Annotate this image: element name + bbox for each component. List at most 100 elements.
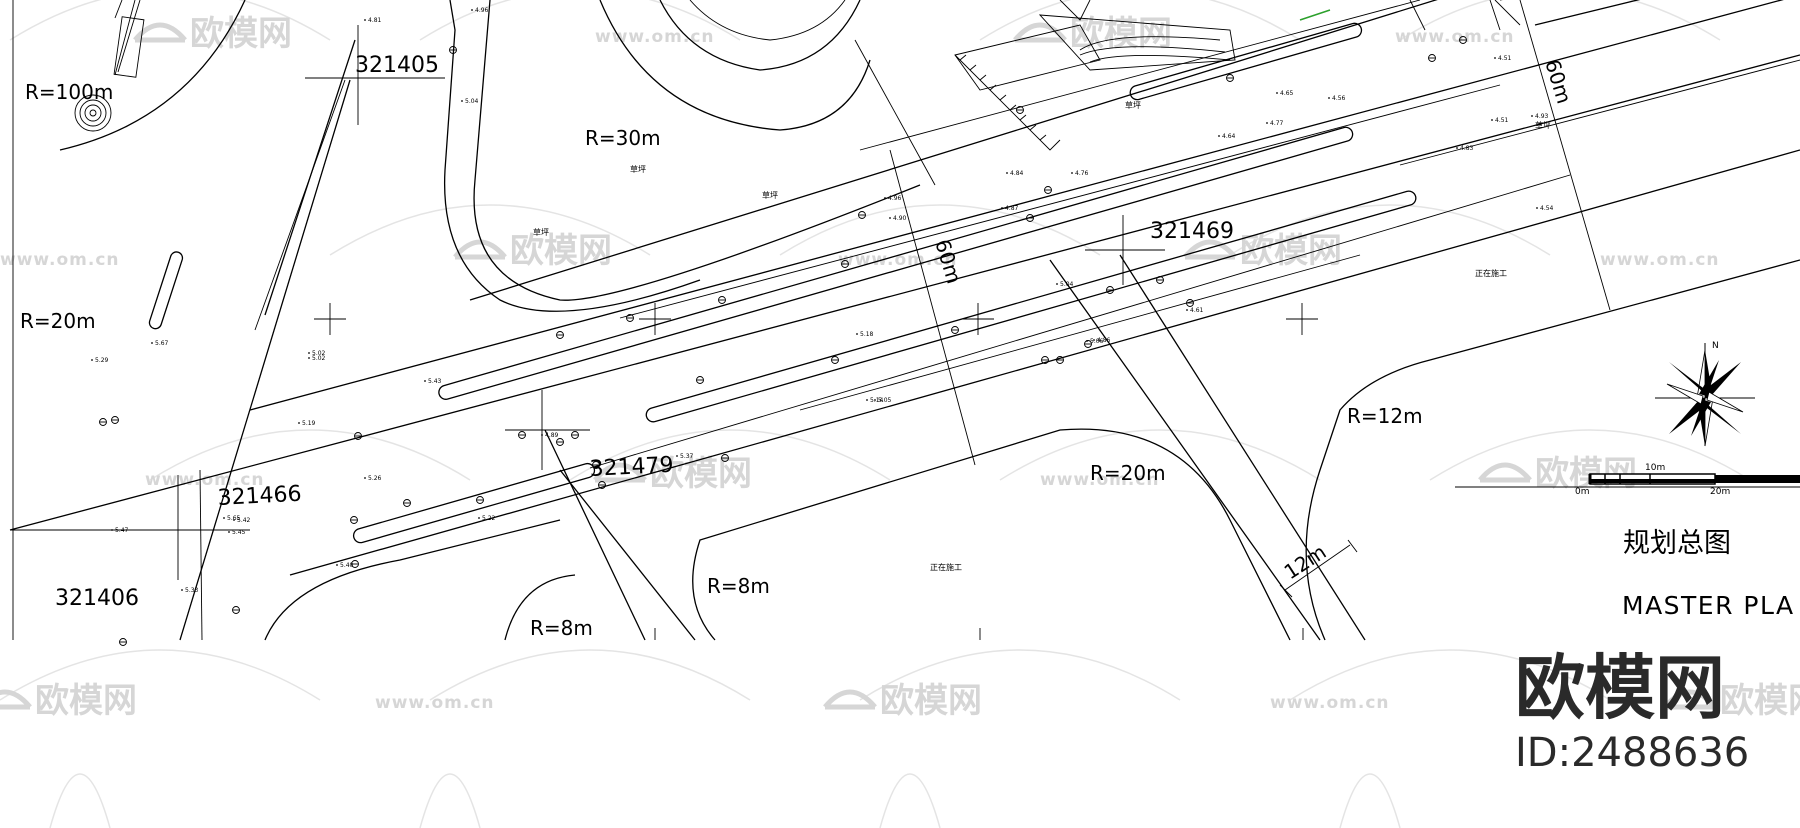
spot-height-dot	[1491, 119, 1493, 121]
utility-symbols	[99, 36, 1467, 646]
spot-height-dot	[1001, 207, 1003, 209]
watermark-url: www.om.cn	[375, 693, 495, 713]
spot-height-dot	[151, 342, 153, 344]
spot-height-dot	[336, 564, 338, 566]
spot-height-dot	[298, 422, 300, 424]
radius-label-r8-bottom: R=8m	[530, 616, 593, 640]
drawing-labels: R=100m R=30m R=20m R=12m R=20m R=8m R=8m…	[20, 53, 1576, 640]
scale-label-0m: 0m	[1575, 487, 1590, 497]
spot-height-dot	[471, 9, 473, 11]
spot-height-label: 5.43	[428, 378, 442, 385]
watermark-url: www.om.cn	[145, 470, 265, 490]
spot-height-label: 4.90	[893, 215, 907, 222]
spot-height-label: 4.83	[1460, 145, 1474, 152]
area-note-label: 正在施工	[930, 562, 962, 572]
spot-height-dot	[364, 19, 366, 21]
spot-height-label: 4.76	[1075, 170, 1089, 177]
watermark-logo-icon	[1478, 462, 1532, 483]
spot-height-label: 4.81	[368, 17, 382, 24]
spot-height-label: 5.40	[340, 562, 354, 569]
station-markers	[10, 25, 1318, 641]
spot-height-dot	[308, 357, 310, 359]
spot-height-label: 5.22	[482, 515, 496, 522]
spot-height-label: 4.61	[1190, 307, 1204, 314]
spot-height-dot	[1276, 92, 1278, 94]
watermark-url: www.om.cn	[1395, 27, 1515, 47]
spot-height-label: 5.18	[860, 331, 874, 338]
road-linework	[9, 0, 1800, 641]
spot-height-layer: 4.814.964.905.044.654.564.774.644.514.51…	[91, 7, 1554, 594]
watermark-site-name: 欧模网	[650, 454, 752, 494]
spot-height-label: 4.54	[1540, 205, 1554, 212]
spot-height-dot	[1056, 283, 1058, 285]
spot-height-dot	[856, 333, 858, 335]
watermark-logo-icon	[133, 22, 187, 43]
spot-height-dot	[1006, 172, 1008, 174]
spot-height-dot	[1266, 122, 1268, 124]
radius-label-r20-left: R=20m	[20, 309, 96, 333]
spot-height-label: 5.37	[680, 453, 694, 460]
watermark-url: www.om.cn	[0, 250, 120, 270]
radius-label-r100: R=100m	[25, 80, 113, 104]
spot-height-dot	[1093, 339, 1095, 341]
scale-bar: 0m 10m 20m	[1575, 463, 1800, 497]
watermark-logo-icon	[1663, 689, 1717, 710]
spot-height-dot	[1536, 207, 1538, 209]
spot-height-dot	[541, 434, 543, 436]
watermark-site-name: 欧模网	[190, 14, 292, 54]
spot-height-label: 5.67	[155, 340, 169, 347]
tree-symbol-icon	[74, 94, 112, 132]
spot-height-dot	[676, 455, 678, 457]
station-label-321405: 321405	[355, 53, 439, 78]
north-arrow-icon: N	[1655, 341, 1755, 447]
spot-height-label: 4.86	[1097, 337, 1111, 344]
spot-height-label: 4.87	[1005, 205, 1019, 212]
spot-height-label: 4.56	[1332, 95, 1346, 102]
watermark-url: www.om.cn	[595, 27, 715, 47]
radius-label-r8-center: R=8m	[707, 574, 770, 598]
watermark-logo-icon	[1013, 22, 1067, 43]
spot-height-dot	[1071, 172, 1073, 174]
area-note-label: 草坪	[1125, 100, 1141, 110]
spot-height-dot	[884, 197, 886, 199]
spot-height-label: 5.45	[232, 529, 246, 536]
station-label-321469: 321469	[1150, 219, 1234, 244]
brand-logo-text: 欧模网	[1515, 647, 1725, 729]
spot-height-label: 5.29	[95, 357, 109, 364]
watermark-url: www.om.cn	[1270, 693, 1390, 713]
title-chinese: 规划总图	[1623, 528, 1731, 559]
spot-height-label: 5.33	[185, 587, 199, 594]
watermark-logo-icon	[823, 689, 877, 710]
watermark-logo-icon	[453, 239, 507, 260]
station-label-321406: 321406	[55, 586, 139, 611]
radius-label-r20-center: R=20m	[1090, 461, 1166, 485]
spot-height-label: 4.96	[475, 7, 489, 14]
spot-height-label: 5.04	[465, 98, 479, 105]
spot-height-dot	[424, 380, 426, 382]
area-note-label: 正在施工	[1475, 268, 1507, 278]
spot-height-label: 5.19	[302, 420, 316, 427]
spot-height-dot	[874, 399, 876, 401]
spot-height-dot	[866, 399, 868, 401]
spot-height-dot	[181, 589, 183, 591]
spot-height-label: 4.77	[1270, 120, 1284, 127]
spot-height-dot	[1456, 147, 1458, 149]
spot-height-dot	[1531, 115, 1533, 117]
spot-height-dot	[478, 517, 480, 519]
spot-height-label: 5.02	[312, 355, 326, 362]
spot-height-label: 4.65	[1280, 90, 1294, 97]
spot-height-label: 5.26	[368, 475, 382, 482]
spot-height-label: 4.89	[545, 432, 559, 439]
brand-id-text: ID:2488636	[1515, 730, 1749, 776]
scale-label-20m: 20m	[1710, 487, 1730, 497]
spot-height-dot	[1218, 135, 1220, 137]
legend-block: N 0m 10m 20m 规划总图 MASTER PLA	[1575, 341, 1800, 620]
watermark-logo-icon	[1183, 239, 1237, 260]
area-note-label: 草坪	[533, 227, 549, 237]
spot-height-label: 5.02	[312, 350, 326, 357]
spot-height-label: 4.93	[1535, 113, 1549, 120]
watermark-logo-icon	[0, 689, 32, 710]
spot-height-label: 5.04	[1060, 281, 1074, 288]
watermark-url: www.om.cn	[1040, 470, 1160, 490]
